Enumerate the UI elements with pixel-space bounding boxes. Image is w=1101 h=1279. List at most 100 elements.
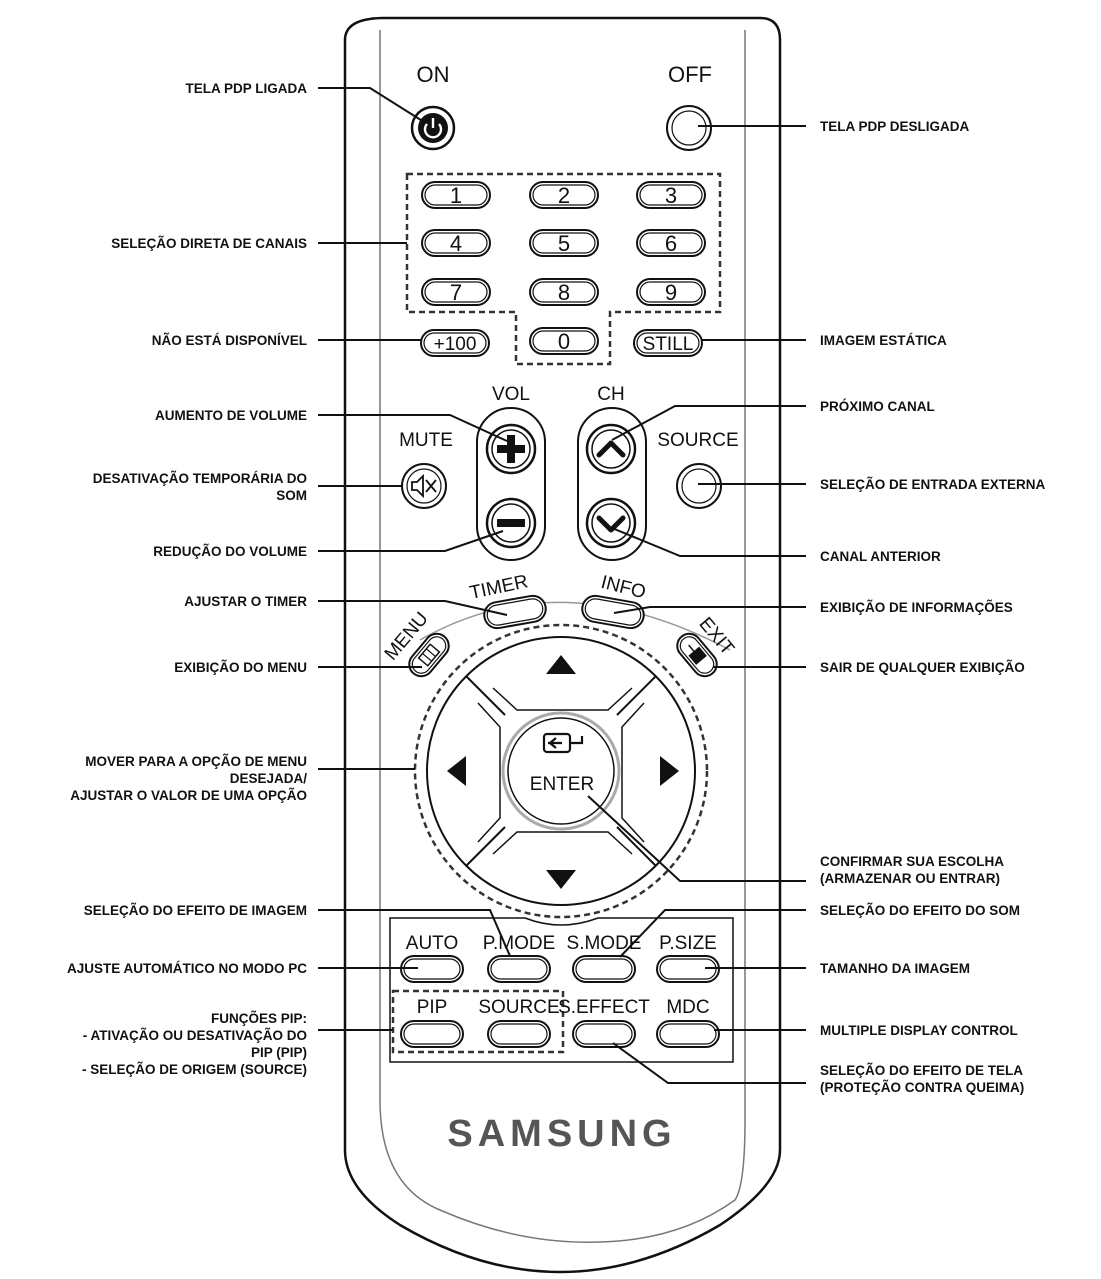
callout-right-1-line-0: IMAGEM ESTÁTICA <box>820 333 947 348</box>
navigation-dividers <box>465 675 657 867</box>
digit-2-label: 2 <box>558 183 570 208</box>
digit-1-button[interactable]: 1 <box>421 181 491 209</box>
digit-0-button[interactable]: 0 <box>529 327 599 355</box>
callout-left-4-line-1: SOM <box>276 488 307 503</box>
mute-label: MUTE <box>399 430 453 451</box>
digit-2-button[interactable]: 2 <box>529 181 599 209</box>
channel-up-button[interactable] <box>585 423 637 475</box>
callout-left-1-line-0: SELEÇÃO DIRETA DE CANAIS <box>111 236 307 251</box>
digit-9-label: 9 <box>665 280 677 305</box>
vol-label: VOL <box>492 384 530 405</box>
callout-left-11-line-0: FUNÇÕES PIP: <box>211 1011 307 1026</box>
row1-label-0: AUTO <box>406 933 458 954</box>
callout-left-8-line-2: AJUSTAR O VALOR DE UMA OPÇÃO <box>70 788 307 803</box>
plus-icon <box>497 435 525 463</box>
callout-left-8-line-1: DESEJADA/ <box>230 771 308 786</box>
row2-label-0: PIP <box>417 997 448 1018</box>
timer-button[interactable] <box>482 594 548 630</box>
volume-down-button[interactable] <box>485 497 537 549</box>
callout-right-7-line-1: (ARMAZENAR OU ENTRAR) <box>820 871 1000 886</box>
menu-icon <box>417 643 441 667</box>
mute-button[interactable] <box>401 463 447 509</box>
row2-button-2[interactable] <box>572 1020 636 1048</box>
callout-right-5-line-0: EXIBIÇÃO DE INFORMAÇÕES <box>820 600 1013 615</box>
lower-button-panel <box>389 917 734 1063</box>
off-label: OFF <box>668 62 712 87</box>
function-arc <box>419 601 731 651</box>
digit-6-button[interactable]: 6 <box>636 229 706 257</box>
callout-right-7-line-0: CONFIRMAR SUA ESCOLHA <box>820 854 1004 869</box>
callout-left-4-line-0: DESATIVAÇÃO TEMPORÁRIA DO <box>93 471 307 486</box>
callout-left-10-line-0: AJUSTE AUTOMÁTICO NO MODO PC <box>67 961 307 976</box>
row2-label-1: SOURCE <box>478 997 559 1018</box>
minus-icon <box>497 519 525 527</box>
callout-right-4-line-0: CANAL ANTERIOR <box>820 549 941 564</box>
info-button[interactable] <box>580 594 646 630</box>
source-top-label: SOURCE <box>657 430 738 451</box>
exit-icon <box>688 644 707 665</box>
digit-4-label: 4 <box>450 231 462 256</box>
callout-left-3-line-0: AUMENTO DE VOLUME <box>155 408 307 423</box>
channel-down-button[interactable] <box>585 497 637 549</box>
source-button[interactable] <box>676 463 722 509</box>
callout-left-11-line-3: - SELEÇÃO DE ORIGEM (SOURCE) <box>82 1062 307 1077</box>
digit-8-button[interactable]: 8 <box>529 278 599 306</box>
nav-left-button[interactable] <box>447 756 466 786</box>
callout-right-9-line-0: TAMANHO DA IMAGEM <box>820 961 970 976</box>
callout-right-11-line-1: (PROTEÇÃO CONTRA QUEIMA) <box>820 1080 1024 1095</box>
menu-button[interactable] <box>404 629 453 681</box>
speaker-mute-icon <box>411 473 437 499</box>
ch-label: CH <box>597 384 624 405</box>
plus100-button[interactable]: +100 <box>420 329 490 357</box>
power-on-button[interactable] <box>410 105 456 151</box>
callout-left-8-line-0: MOVER PARA A OPÇÃO DE MENU <box>85 754 307 769</box>
pip-group-frame <box>391 989 565 1054</box>
remote-inner-outline <box>379 30 746 1243</box>
callout-left-5-line-0: REDUÇÃO DO VOLUME <box>153 544 307 559</box>
still-button[interactable]: STILL <box>633 329 703 357</box>
power-off-button[interactable] <box>666 105 712 151</box>
callout-right-3-line-0: SELEÇÃO DE ENTRADA EXTERNA <box>820 477 1046 492</box>
digit-5-button[interactable]: 5 <box>529 229 599 257</box>
digit-0-label: 0 <box>558 329 570 354</box>
digit-7-button[interactable]: 7 <box>421 278 491 306</box>
digit-3-button[interactable]: 3 <box>636 181 706 209</box>
chevron-up-icon <box>596 440 626 458</box>
digit-4-button[interactable]: 4 <box>421 229 491 257</box>
nav-down-button[interactable] <box>546 870 576 889</box>
leader-lines <box>318 87 806 1084</box>
callout-right-11-line-0: SELEÇÃO DO EFEITO DE TELA <box>820 1063 1023 1078</box>
digit-1-label: 1 <box>450 183 462 208</box>
channel-group-frame <box>405 172 722 366</box>
row1-label-1: P.MODE <box>483 933 556 954</box>
callout-left-9-line-0: SELEÇÃO DO EFEITO DE IMAGEM <box>84 903 307 918</box>
row2-button-3[interactable] <box>656 1020 720 1048</box>
row2-button-0[interactable] <box>400 1020 464 1048</box>
power-icon <box>423 118 443 139</box>
row2-button-1[interactable] <box>487 1020 551 1048</box>
navigation-inner-dividers <box>477 687 645 855</box>
exit-button[interactable] <box>672 629 721 681</box>
enter-label: ENTER <box>530 774 594 795</box>
nav-right-button[interactable] <box>660 756 679 786</box>
callout-left-7-line-0: EXIBIÇÃO DO MENU <box>174 660 307 675</box>
row2-label-2: S.EFFECT <box>558 997 650 1018</box>
row1-button-2[interactable] <box>572 955 636 983</box>
enter-button[interactable]: ENTER <box>501 711 621 831</box>
brand-logo: SAMSUNG <box>447 1113 676 1155</box>
row2-label-3: MDC <box>666 997 709 1018</box>
row1-label-2: S.MODE <box>567 933 642 954</box>
row1-button-1[interactable] <box>487 955 551 983</box>
callout-left-0-line-0: TELA PDP LIGADA <box>185 81 307 96</box>
callout-left-11-line-2: PIP (PIP) <box>251 1045 307 1060</box>
on-label: ON <box>417 62 450 87</box>
digit-9-button[interactable]: 9 <box>636 278 706 306</box>
volume-up-button[interactable] <box>485 423 537 475</box>
digit-5-label: 5 <box>558 231 570 256</box>
nav-up-button[interactable] <box>546 655 576 674</box>
callout-right-6-line-0: SAIR DE QUALQUER EXIBIÇÃO <box>820 660 1025 675</box>
digit-8-label: 8 <box>558 280 570 305</box>
